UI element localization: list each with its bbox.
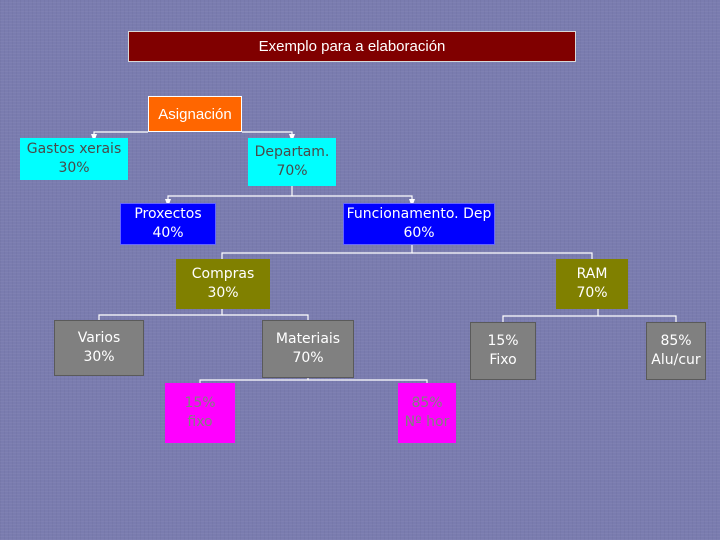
node-varios: Varios 30%	[54, 320, 144, 376]
node-varios-percent: 30%	[83, 349, 115, 365]
node-materiais-name: Materiais	[275, 331, 341, 347]
connector-ram-to-alucur	[598, 315, 677, 322]
connector-departam-to-proxectos	[165, 186, 293, 207]
slide-title: Exemplo para a elaboración	[128, 31, 576, 62]
node-materiais-fixo-name: fixo	[187, 414, 213, 430]
node-materiais-fixo: 15% fixo	[165, 383, 235, 443]
node-proxectos-name: Proxectos	[134, 206, 202, 222]
node-compras-percent: 30%	[207, 285, 239, 301]
connector-departam-to-funcionamento	[292, 195, 415, 207]
connector-funcionamento-to-compras	[221, 245, 413, 259]
node-materiais: Materiais 70%	[262, 320, 354, 378]
connector-compras-to-materiais	[222, 314, 309, 320]
node-funcionamento-dep-name: Funcionamento. Dep	[346, 206, 492, 222]
node-gastos-xerais-percent: 30%	[58, 160, 90, 176]
node-funcionamento-dep-percent: 60%	[403, 225, 435, 241]
connector-asignacion-to-gastos	[91, 131, 148, 142]
connector-compras-to-varios	[98, 309, 223, 320]
node-departam-name: Departam.	[254, 144, 330, 160]
node-compras: Compras 30%	[176, 259, 270, 309]
node-ram: RAM 70%	[556, 259, 628, 309]
node-alu-cur-name: Alu/cur	[651, 352, 701, 368]
node-alu-cur: 85% Alu/cur	[646, 322, 706, 380]
node-ram-name: RAM	[576, 266, 608, 282]
node-alu-cur-percent: 85%	[660, 333, 692, 349]
node-fixo-15-percent: 15%	[487, 333, 519, 349]
node-funcionamento-dep: Funcionamento. Dep 60%	[343, 203, 495, 245]
node-num-horas: 85% Nº hor	[398, 383, 456, 443]
node-compras-name: Compras	[191, 266, 255, 282]
node-fixo-15: 15% Fixo	[470, 322, 536, 380]
node-num-horas-name: Nº hor	[404, 414, 450, 430]
node-fixo-15-name: Fixo	[489, 352, 517, 368]
node-materiais-fixo-percent: 15%	[184, 395, 216, 411]
node-materiais-percent: 70%	[292, 350, 324, 366]
connector-materiais-to-nhor	[308, 379, 428, 383]
connector-asignacion-to-departam	[242, 131, 295, 142]
node-proxectos-percent: 40%	[152, 225, 184, 241]
node-gastos-xerais-name: Gastos xerais	[26, 141, 122, 157]
connector-ram-to-fixo15	[502, 309, 599, 322]
connector-materiais-to-fixo_small	[199, 378, 309, 383]
slide-title-text: Exemplo para a elaboración	[258, 38, 446, 55]
node-num-horas-percent: 85%	[411, 395, 443, 411]
node-proxectos: Proxectos 40%	[120, 203, 216, 245]
connector-funcionamento-to-ram	[412, 252, 593, 259]
node-gastos-xerais: Gastos xerais 30%	[20, 138, 128, 180]
node-varios-name: Varios	[77, 330, 121, 346]
node-departam: Departam. 70%	[248, 138, 336, 186]
node-asignacion-label: Asignación	[158, 105, 232, 123]
node-departam-percent: 70%	[276, 163, 308, 179]
node-asignacion: Asignación	[148, 96, 242, 132]
node-ram-percent: 70%	[576, 285, 608, 301]
